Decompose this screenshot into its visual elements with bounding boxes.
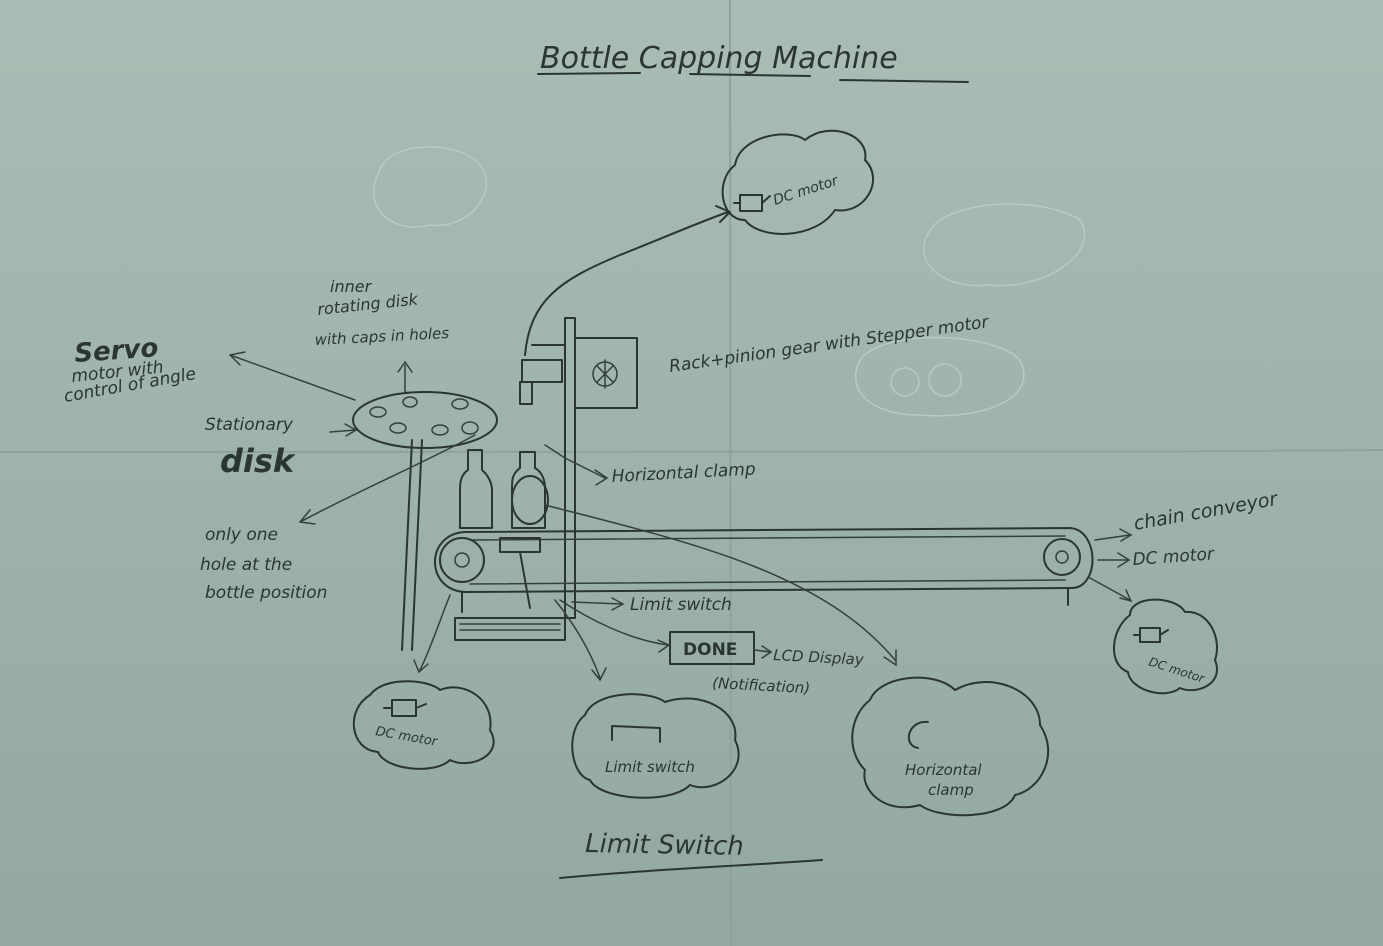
arrow-to-bottom-motor [419,594,451,671]
svg-text:Limit switch: Limit switch [605,758,695,776]
svg-text:DC motor: DC motor [1132,544,1216,570]
svg-text:Limit switch: Limit switch [630,595,732,615]
svg-text:Horizontal: Horizontal [905,761,982,779]
bottle-left [459,449,493,529]
bottles [459,449,549,529]
cloud-limit-switch: Limit switch [571,693,740,799]
svg-text:Servo: Servo [73,333,159,369]
title: Bottle Capping Machine [537,41,969,83]
lcd-done-text: DONE [683,640,737,660]
svg-text:inner: inner [330,277,373,296]
dc-motor-icon [1139,627,1161,643]
svg-text:chain conveyor: chain conveyor [1132,488,1280,535]
svg-text:DC motor: DC motor [1147,655,1207,686]
dc-motor-icon [739,194,763,212]
svg-text:(Notification): (Notification) [712,674,811,697]
arrow-to-limit-switch-cloud [554,599,601,679]
svg-text:with caps in holes: with caps in holes [314,324,449,349]
svg-text:bottle position: bottle position [205,583,327,603]
cloud-bottom-dc-motor: DC motor [352,680,495,770]
capping-disk [352,391,498,651]
cloud-horizontal-clamp: Horizontal clamp [851,676,1050,817]
conveyor-labels: chain conveyor DC motor [1094,488,1280,570]
stationary-disk-label: Stationary disk [205,415,358,480]
rack-pinion-box [574,337,638,409]
cloud-top-label: DC motor [771,172,841,208]
svg-text:Limit Switch: Limit Switch [585,829,744,862]
svg-text:DC motor: DC motor [374,724,440,750]
limit-switch-block: Limit switch [454,595,732,641]
chain-conveyor [434,527,1094,613]
footer-title: Limit Switch [559,829,823,879]
arrow-to-right-motor [1089,577,1131,601]
svg-text:hole at the: hole at the [200,555,292,575]
svg-text:Stationary: Stationary [205,415,294,435]
conveyor-pulley-right [1043,538,1081,576]
svg-text:disk: disk [220,442,296,480]
conveyor-pulley-left [439,537,485,583]
svg-text:only one: only one [205,525,278,545]
svg-text:Horizontal clamp: Horizontal clamp [611,459,756,487]
inner-disk-label: inner rotating disk with caps in holes [314,277,450,393]
servo-label: Servo motor with control of angle [62,333,356,407]
arrow-to-clamp-cloud [544,504,896,661]
rack-pinion-label: Rack+pinion gear with Stepper motor [668,312,991,377]
arrow-to-top-motor [524,211,729,356]
limit-switch-icon [611,725,661,743]
title-text: Bottle Capping Machine [540,41,898,76]
dc-motor-icon [391,699,417,717]
svg-text:Rack+pinion gear with Stepper: Rack+pinion gear with Stepper motor [668,312,991,377]
vertical-frame [519,317,638,619]
lcd-display: DONE LCD Display (Notification) [559,599,865,697]
only-one-hole-label: only one hole at the bottle position [200,434,476,603]
bottle-right [511,451,546,529]
svg-text:LCD Display: LCD Display [773,646,865,669]
svg-text:clamp: clamp [928,781,974,799]
clamp-icon [907,720,929,749]
cloud-right-dc-motor: DC motor [1113,598,1218,695]
cloud-top-dc-motor: DC motor [721,129,875,235]
